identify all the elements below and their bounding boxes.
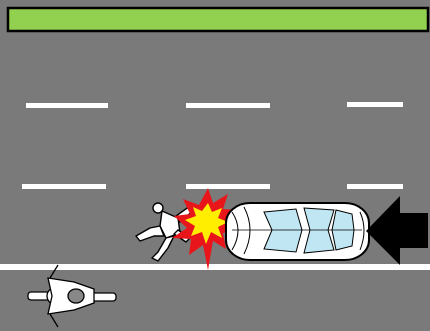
pedestrian-figure <box>135 202 195 262</box>
road-edge-line <box>0 264 430 270</box>
motorcycle-top-view <box>27 264 117 328</box>
impact-burst <box>172 188 240 270</box>
grass-strip <box>6 6 430 33</box>
car-top-view <box>225 202 370 261</box>
direction-arrow <box>366 196 428 265</box>
lane-dashes <box>22 102 403 189</box>
